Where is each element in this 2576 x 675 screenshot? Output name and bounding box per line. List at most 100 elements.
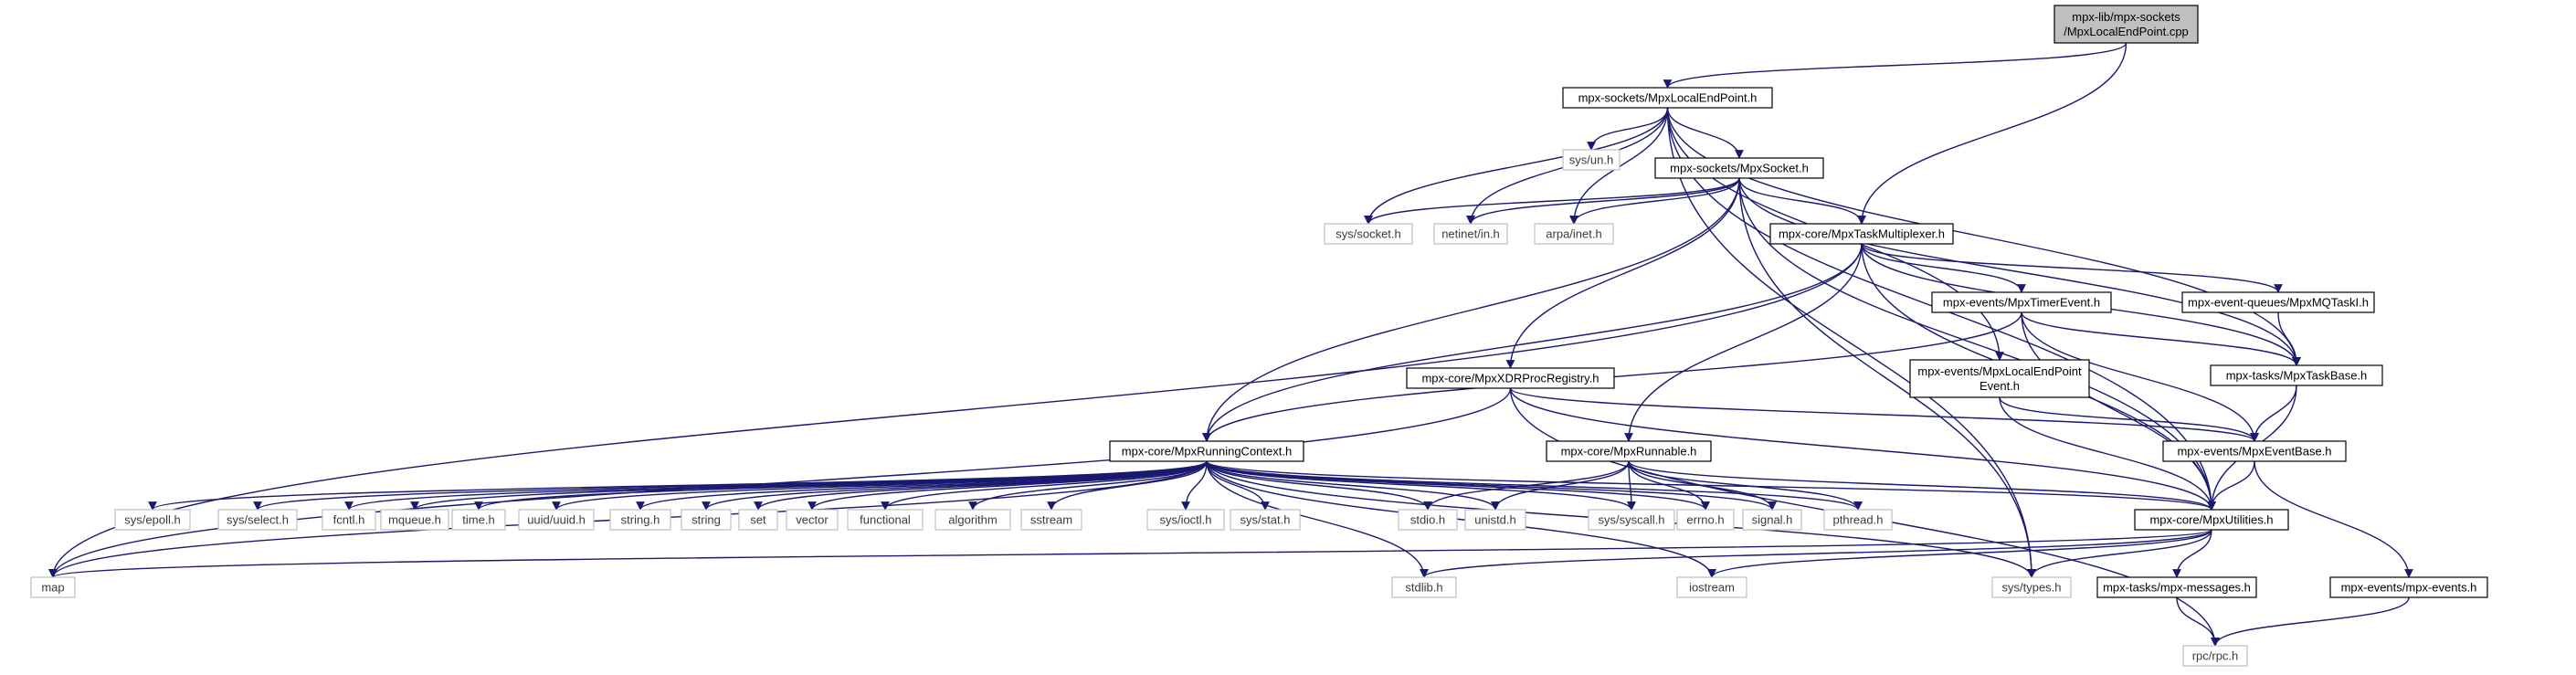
node-label-pthread: pthread.h bbox=[1833, 513, 1884, 527]
edge-group-lep_h-to-sys_un bbox=[1587, 107, 1669, 151]
node-label-signal: signal.h bbox=[1752, 513, 1793, 527]
node-box-errno bbox=[1676, 509, 1735, 531]
node-box-root bbox=[2053, 5, 2199, 44]
node-lep_h[interactable]: mpx-sockets/MpxLocalEndPoint.h bbox=[1562, 87, 1773, 109]
node-box-unistd bbox=[1464, 509, 1526, 531]
edge-xdr-to-evbase bbox=[1509, 387, 2259, 442]
edge-runctx-to-iostream bbox=[1206, 460, 1716, 578]
edge-lepev-to-utils bbox=[1999, 396, 2216, 511]
node-timerev[interactable]: mpx-events/MpxTimerEvent.h bbox=[1931, 291, 2112, 313]
node-label-runnable: mpx-core/MpxRunnable.h bbox=[1561, 445, 1697, 459]
node-box-iostream bbox=[1676, 576, 1747, 598]
edge-group-root-to-taskmux bbox=[1857, 42, 2127, 225]
edge-runctx-to-unistd bbox=[1206, 460, 1500, 511]
node-sys_un: sys/un.h bbox=[1562, 149, 1621, 171]
node-sock_h[interactable]: mpx-sockets/MpxSocket.h bbox=[1654, 157, 1824, 179]
edge-utils-to-iostream bbox=[1707, 529, 2212, 578]
edge-runctx-to-set bbox=[754, 460, 1208, 511]
edge-group-sock_h-to-runctx bbox=[1202, 177, 1740, 442]
nodes-layer: mpx-lib/mpx-sockets/MpxLocalEndPoint.cpp… bbox=[30, 5, 2488, 667]
edge-timerev-to-utils bbox=[2021, 311, 2216, 511]
node-box-rpc bbox=[2182, 645, 2248, 667]
node-root[interactable]: mpx-lib/mpx-sockets/MpxLocalEndPoint.cpp bbox=[2053, 5, 2199, 44]
edge-group-timerev-to-taskbase bbox=[2021, 311, 2301, 366]
node-box-sock_h bbox=[1654, 157, 1824, 179]
edge-sock_h-to-sys_socket bbox=[1364, 177, 1740, 225]
node-errno: errno.h bbox=[1676, 509, 1735, 531]
edge-root-to-taskmux bbox=[1857, 42, 2127, 225]
node-box-runnable bbox=[1546, 440, 1712, 462]
node-taskmux[interactable]: mpx-core/MpxTaskMultiplexer.h bbox=[1769, 223, 1954, 245]
edge-runctx-to-utils bbox=[1206, 460, 2216, 511]
node-label-time_h: time.h bbox=[462, 513, 494, 527]
edge-messages-to-rpc bbox=[2176, 596, 2220, 647]
node-box-algorithm bbox=[934, 509, 1011, 531]
node-box-runctx bbox=[1109, 440, 1304, 462]
node-box-signal bbox=[1742, 509, 1802, 531]
edge-runnable-to-sys_syscall bbox=[1627, 460, 1636, 511]
edge-sock_h-to-sys_types bbox=[1738, 177, 2036, 578]
node-sys_select: sys/select.h bbox=[217, 509, 298, 531]
node-messages[interactable]: mpx-tasks/mpx-messages.h bbox=[2096, 576, 2257, 598]
node-set: set bbox=[738, 509, 778, 531]
edge-group-runnable-to-pthread bbox=[1628, 460, 1863, 511]
node-box-taskbase bbox=[2210, 364, 2383, 386]
node-box-stdio bbox=[1398, 509, 1458, 531]
edge-utils-to-sys_types bbox=[2027, 529, 2212, 578]
node-taskbase[interactable]: mpx-tasks/MpxTaskBase.h bbox=[2210, 364, 2383, 386]
node-utils[interactable]: mpx-core/MpxUtilities.h bbox=[2134, 509, 2289, 531]
node-xdr[interactable]: mpx-core/MpxXDRProcRegistry.h bbox=[1406, 367, 1615, 389]
edge-root-to-lep_h bbox=[1663, 42, 2127, 89]
node-box-lep_h bbox=[1562, 87, 1773, 109]
node-label-timerev: mpx-events/MpxTimerEvent.h bbox=[1943, 296, 2100, 310]
node-box-sys_syscall bbox=[1588, 509, 1675, 531]
node-label-sys_stat: sys/stat.h bbox=[1240, 513, 1291, 527]
edge-evbase-to-mpxevents bbox=[2254, 460, 2413, 578]
node-time_h: time.h bbox=[451, 509, 506, 531]
node-evbase[interactable]: mpx-events/MpxEventBase.h bbox=[2162, 440, 2347, 462]
node-label-sstream: sstream bbox=[1030, 513, 1072, 527]
node-label-map: map bbox=[41, 581, 64, 595]
edge-group-taskbase-to-evbase bbox=[2250, 385, 2297, 442]
edge-group-runctx-to-fcntl bbox=[344, 460, 1208, 511]
edge-group-lepev-to-utils bbox=[1999, 396, 2216, 511]
node-rpc: rpc/rpc.h bbox=[2182, 645, 2248, 667]
node-sys_syscall: sys/syscall.h bbox=[1588, 509, 1675, 531]
node-mpxevents[interactable]: mpx-events/mpx-events.h bbox=[2329, 576, 2488, 598]
node-mqtaskl[interactable]: mpx-event-queues/MpxMQTaskI.h bbox=[2181, 291, 2375, 313]
node-box-taskmux bbox=[1769, 223, 1954, 245]
edge-group-taskmux-to-timerev bbox=[1861, 243, 2026, 293]
edge-runnable-to-signal bbox=[1628, 460, 1777, 511]
node-label-sys_types: sys/types.h bbox=[2001, 581, 2061, 595]
edge-utils-to-stdlib bbox=[1420, 529, 2212, 578]
node-label-sys_ioctl: sys/ioctl.h bbox=[1159, 513, 1211, 527]
edge-group-runnable-to-sys_syscall bbox=[1627, 460, 1636, 511]
node-sys_ioctl: sys/ioctl.h bbox=[1146, 509, 1225, 531]
edge-group-sock_h-to-xdr bbox=[1505, 177, 1740, 369]
node-runnable[interactable]: mpx-core/MpxRunnable.h bbox=[1546, 440, 1712, 462]
edge-group-runctx-to-utils bbox=[1206, 460, 2216, 511]
edge-group-mpxevents-to-rpc bbox=[2211, 596, 2410, 647]
node-label-root-line1: mpx-lib/mpx-sockets bbox=[2072, 10, 2180, 24]
edge-timerev-to-taskbase bbox=[2021, 311, 2301, 366]
node-label-errno: errno.h bbox=[1686, 513, 1724, 527]
node-label-utils: mpx-core/MpxUtilities.h bbox=[2149, 513, 2273, 527]
edge-runctx-to-sys_syscall bbox=[1206, 460, 1636, 511]
edge-xdr-to-utils bbox=[1509, 387, 2216, 511]
edge-runctx-to-sstream bbox=[1047, 460, 1208, 511]
node-runctx[interactable]: mpx-core/MpxRunningContext.h bbox=[1109, 440, 1304, 462]
node-box-string bbox=[681, 509, 732, 531]
edge-group-runnable-to-stdio bbox=[1423, 460, 1630, 511]
node-box-time_h bbox=[451, 509, 506, 531]
node-arpa: arpa/inet.h bbox=[1534, 223, 1614, 245]
edge-group-runctx-to-sys_syscall bbox=[1206, 460, 1636, 511]
node-sstream: sstream bbox=[1020, 509, 1082, 531]
node-box-xdr bbox=[1406, 367, 1615, 389]
node-uuid: uuid/uuid.h bbox=[518, 509, 595, 531]
node-sys_socket: sys/socket.h bbox=[1324, 223, 1413, 245]
edge-sock_h-to-runctx bbox=[1202, 177, 1740, 442]
node-box-uuid bbox=[518, 509, 595, 531]
node-box-sys_stat bbox=[1230, 509, 1301, 531]
edge-group-runctx-to-stdlib bbox=[1206, 460, 1429, 578]
